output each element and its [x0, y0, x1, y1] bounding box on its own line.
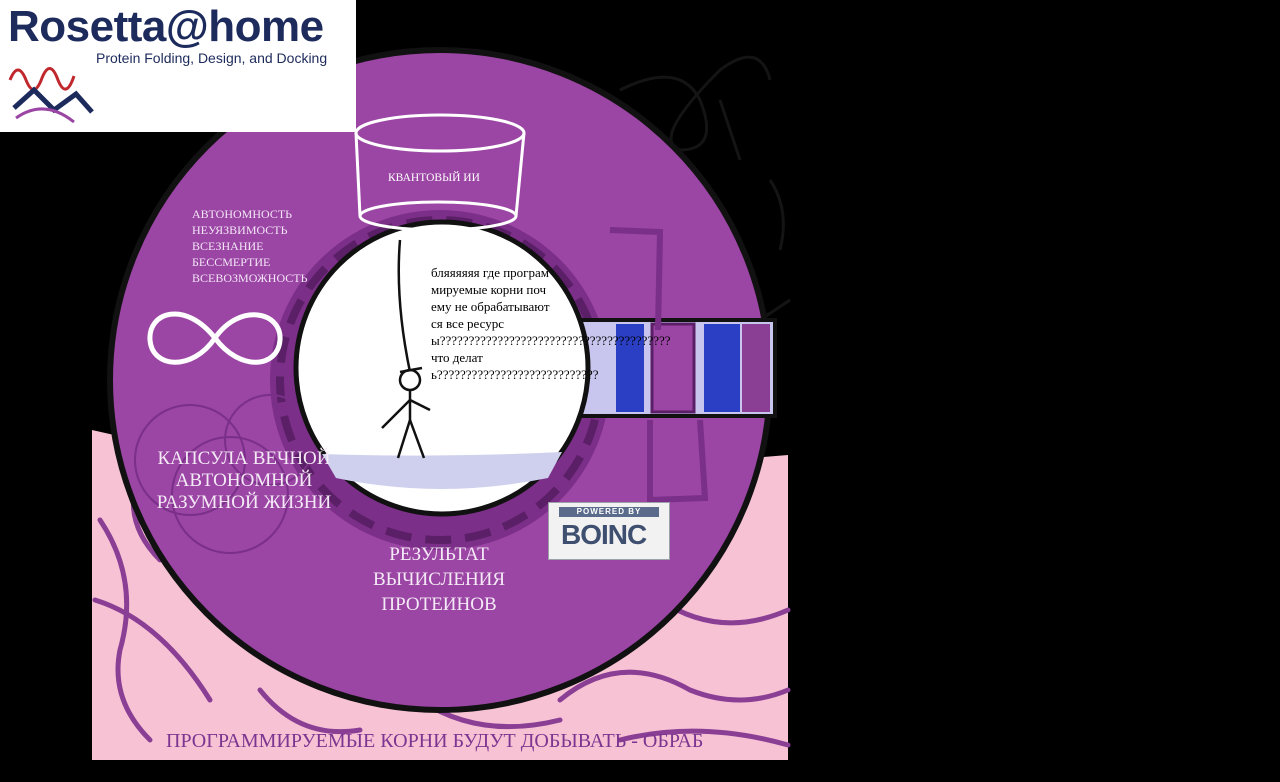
window	[293, 219, 591, 517]
boinc-word: BOINC	[561, 519, 647, 550]
boinc-logo: POWERED BY BOINC	[548, 502, 670, 560]
logo-subtitle: Protein Folding, Design, and Docking	[96, 50, 328, 66]
quantum-cylinder	[354, 113, 526, 232]
bottom-caption: ПРОГРАММИРУЕМЫЕ КОРНИ БУДУТ ДОБЫВАТЬ - О…	[166, 730, 704, 752]
attribute-item: АВТОНОМНОСТЬ	[192, 207, 293, 221]
infinity-icon	[147, 311, 283, 365]
faint-circle-left	[134, 404, 246, 516]
boinc-powered-by: POWERED BY	[559, 507, 659, 517]
attribute-item: БЕССМЕРТИЕ	[192, 255, 271, 269]
result-label: РЕЗУЛЬТАТ ВЫЧИСЛЕНИЯ ПРОТЕИНОВ	[372, 544, 506, 615]
attribute-item: ВСЕВОЗМОЖНОСТЬ	[192, 271, 308, 285]
logo-title: Rosetta@home	[8, 2, 324, 51]
protein-icon	[8, 67, 94, 124]
tube	[578, 227, 777, 504]
stick-figure	[381, 239, 431, 459]
faint-circle-right	[171, 436, 289, 554]
speech-text: бляяяяяя где программируемые корни почем…	[431, 265, 671, 382]
attribute-list: АВТОНОМНОСТЬ НЕУЯЗВИМОСТЬ ВСЕЗНАНИЕ БЕСС…	[192, 206, 308, 286]
attribute-item: НЕУЯЗВИМОСТЬ	[192, 223, 288, 237]
attribute-item: ВСЕЗНАНИЕ	[192, 239, 264, 253]
roots	[92, 467, 791, 748]
window-floor	[322, 452, 562, 489]
rosetta-logo: Rosetta@home Protein Folding, Design, an…	[0, 0, 356, 132]
capsule-label: КАПСУЛА ВЕЧНОЙ АВТОНОМНОЙ РАЗУМНОЙ ЖИЗНИ	[156, 448, 332, 513]
quantum-ai-label: КВАНТОВЫЙ ИИ	[388, 172, 480, 184]
